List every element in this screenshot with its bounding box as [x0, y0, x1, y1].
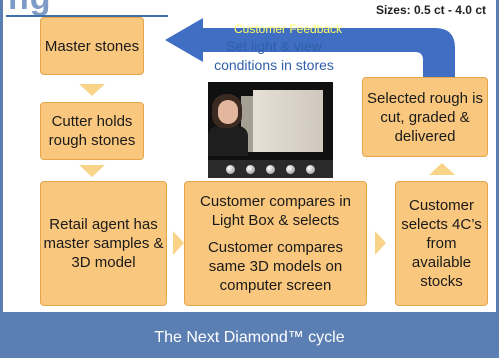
compare-3d-text: Customer compares same 3D models on comp… — [207, 239, 344, 294]
playback-controls — [208, 160, 333, 178]
feedback-label: Customer Feedback — [234, 22, 343, 36]
box-cutter: Cutter holds rough stones — [40, 102, 144, 160]
feedback-arrow-body — [203, 28, 455, 78]
control-icon-2[interactable] — [245, 164, 255, 174]
title-fragment: ng — [8, 0, 158, 16]
control-icon-5[interactable] — [306, 164, 316, 174]
person-face — [218, 100, 238, 124]
box-master-stones-text: Master stones — [44, 37, 140, 55]
box-cutter-text: Cutter holds rough stones — [48, 113, 136, 149]
title-underline — [6, 15, 168, 17]
control-icon-4[interactable] — [286, 164, 296, 174]
feedback-arrow — [165, 18, 455, 78]
person-body — [208, 126, 248, 156]
control-icon-1[interactable] — [225, 164, 235, 174]
feedback-arrow-head — [165, 18, 203, 62]
light-box-photo — [208, 82, 333, 178]
box-retail-agent: Retail agent has master samples & 3D mod… — [40, 181, 167, 306]
box-retail-agent-text: Retail agent has master samples & 3D mod… — [43, 216, 164, 271]
box-selected-rough-text: Selected rough is cut, graded & delivere… — [367, 89, 483, 145]
light-box — [253, 90, 323, 152]
compare-lightbox-text: Customer compares in Light Box & selects — [200, 193, 351, 229]
box-customer-selects-text: Customer selects 4C’s from available sto… — [401, 197, 482, 290]
feedback-caption: Set light & view conditions in stores — [214, 38, 334, 73]
arrow-right-1 — [173, 231, 184, 255]
control-icon-3[interactable] — [265, 164, 275, 174]
arrow-right-2 — [375, 231, 386, 255]
diagram-panel: ng Sizes: 0.5 ct - 4.0 ct Customer Feedb… — [3, 0, 496, 312]
box-master-stones: Master stones — [40, 17, 144, 75]
arrow-up — [429, 163, 455, 175]
box-customer-selects: Customer selects 4C’s from available sto… — [395, 181, 488, 306]
arrow-down-2 — [79, 165, 105, 177]
box-selected-rough: Selected rough is cut, graded & delivere… — [362, 77, 488, 157]
arrow-down-1 — [79, 84, 105, 96]
footer-title: The Next Diamond™ cycle — [154, 329, 345, 346]
sizes-label: Sizes: 0.5 ct - 4.0 ct — [375, 3, 486, 17]
box-customer-compares: Customer compares in Light Box & selects… — [184, 181, 367, 306]
